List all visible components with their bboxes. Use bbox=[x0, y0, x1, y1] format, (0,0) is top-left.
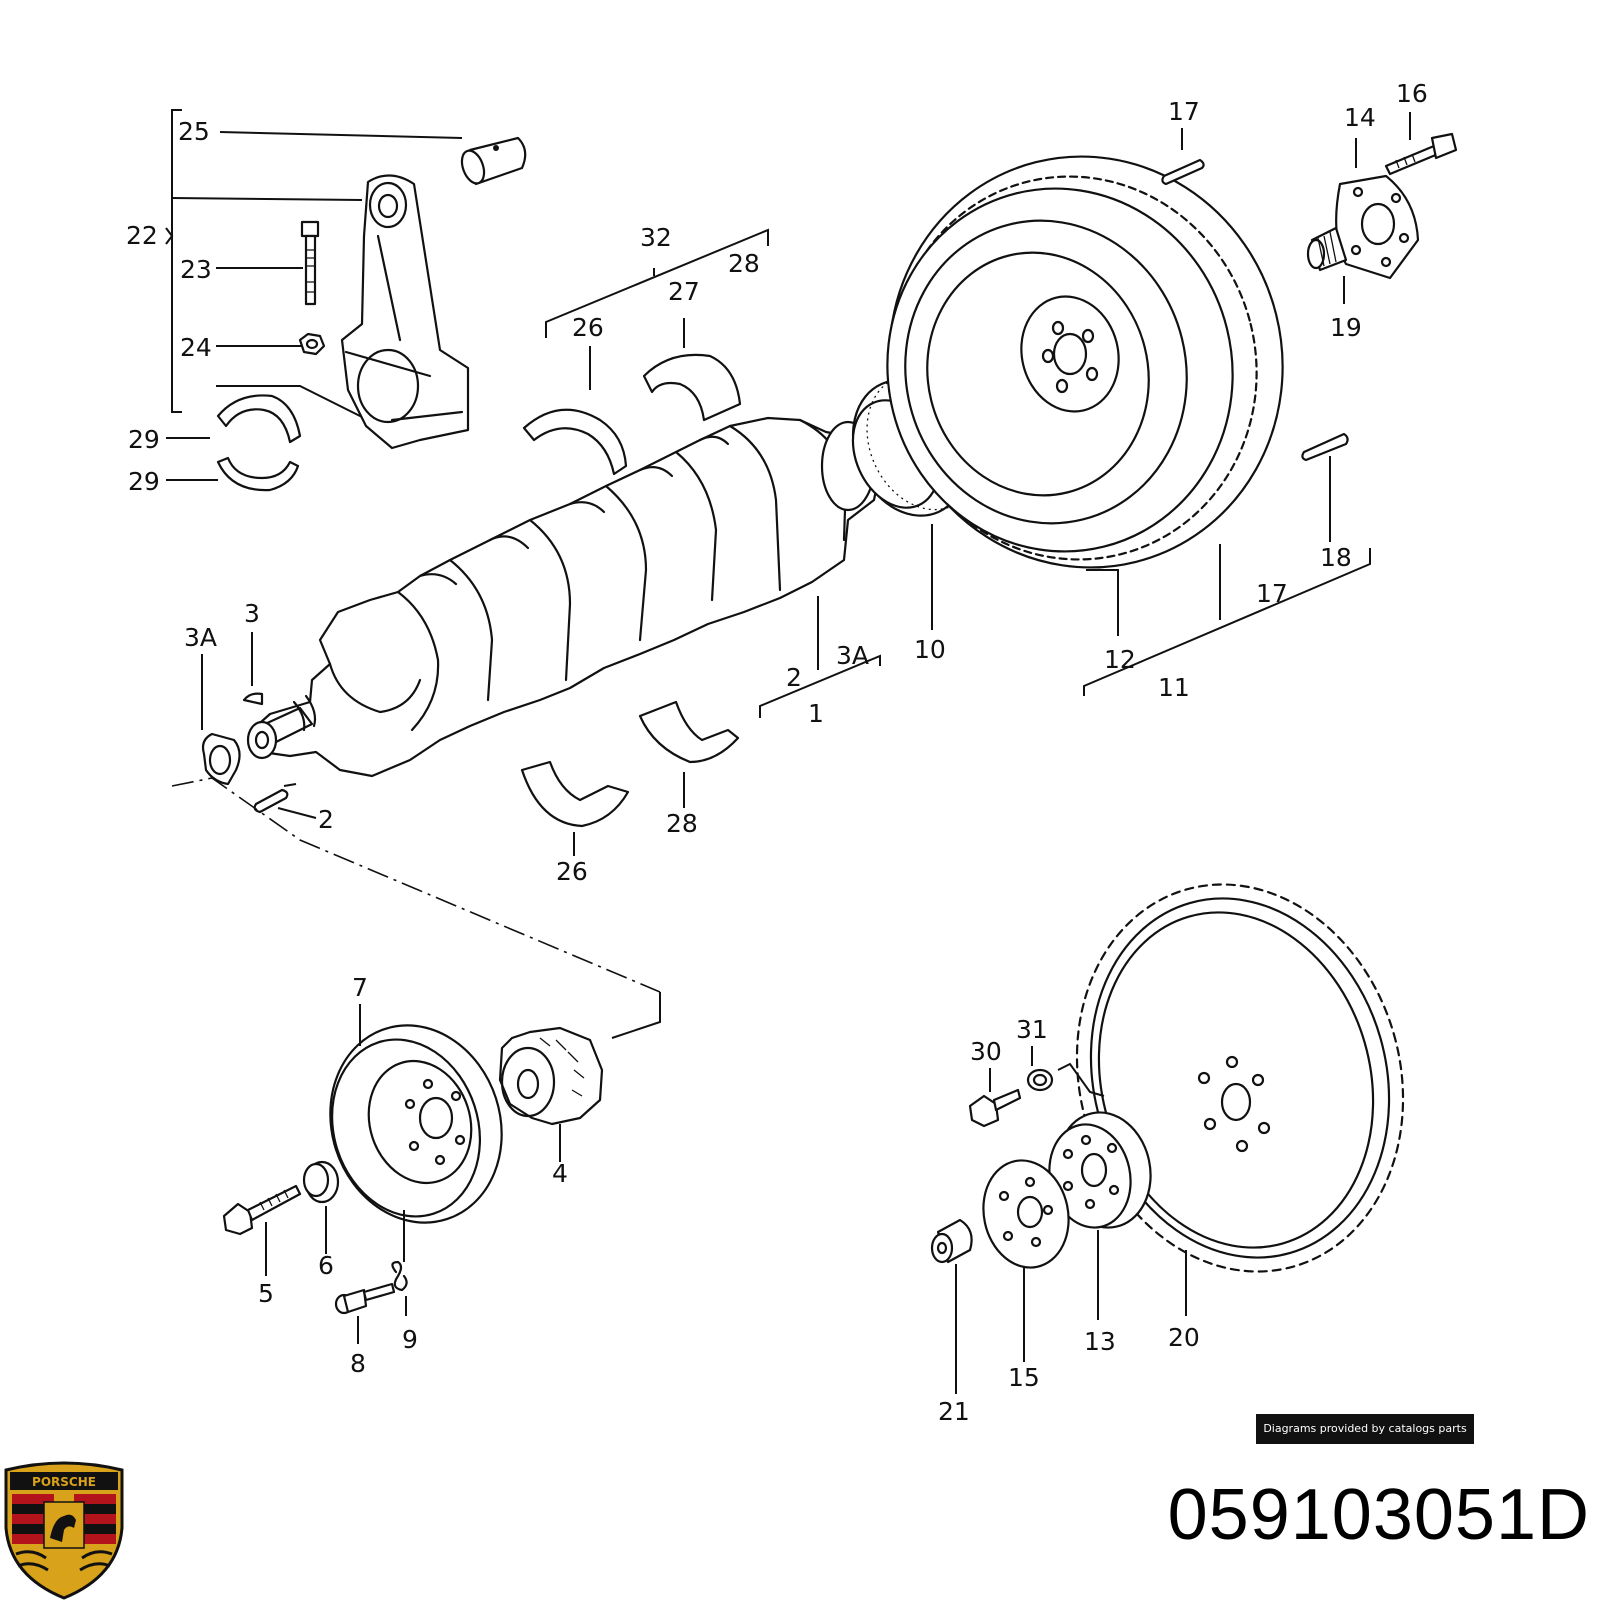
pilot-bushing bbox=[930, 1218, 973, 1264]
main-bearing-shells-upper bbox=[522, 228, 769, 476]
dowel-pin-top bbox=[1161, 158, 1205, 186]
callout-17: 17 bbox=[1168, 97, 1200, 126]
callout-30: 30 bbox=[970, 1037, 1002, 1066]
callout-22: 22 bbox=[126, 221, 158, 250]
conrod-bolt bbox=[300, 220, 320, 306]
callout-labels: 25 22 23 24 29 29 32 28 27 26 17 16 14 1… bbox=[126, 79, 1428, 1426]
callout-8: 8 bbox=[350, 1349, 366, 1378]
callout-3: 3 bbox=[244, 599, 260, 628]
drive-plate-bolt bbox=[968, 1088, 1022, 1128]
diagram-credit-badge: Diagrams provided by catalogs parts bbox=[1256, 1414, 1474, 1444]
pulley-bolt bbox=[222, 1184, 302, 1236]
callout-28: 28 bbox=[728, 249, 760, 278]
callout-1: 1 bbox=[808, 699, 824, 728]
main-bearing-shells-lower bbox=[520, 700, 740, 828]
timing-ring bbox=[201, 732, 241, 786]
callout-5: 5 bbox=[258, 1279, 274, 1308]
callout-17: 17 bbox=[1256, 579, 1288, 608]
spring-washer bbox=[1026, 1068, 1054, 1092]
socket-screw bbox=[334, 1282, 396, 1315]
pulley-washer bbox=[302, 1160, 340, 1204]
callout-7: 7 bbox=[352, 973, 368, 1002]
callout-6: 6 bbox=[318, 1251, 334, 1280]
callout-4: 4 bbox=[552, 1159, 568, 1188]
connecting-rod bbox=[340, 174, 470, 450]
flywheel-plate bbox=[1335, 174, 1420, 280]
porsche-crest-logo: PORSCHE bbox=[4, 1461, 124, 1600]
conrod-bearing-shells bbox=[216, 394, 302, 492]
crankshaft-pulley bbox=[329, 1024, 503, 1224]
callout-25: 25 bbox=[178, 117, 210, 146]
spacer-plate bbox=[1048, 1111, 1152, 1229]
callout-10: 10 bbox=[914, 635, 946, 664]
callout-16: 16 bbox=[1396, 79, 1428, 108]
callout-9: 9 bbox=[402, 1325, 418, 1354]
callout-31: 31 bbox=[1016, 1015, 1048, 1044]
part-number: 059103051D bbox=[1167, 1475, 1590, 1555]
callout-28: 28 bbox=[666, 809, 698, 838]
connecting-rod-group bbox=[165, 109, 527, 492]
callout-15: 15 bbox=[1008, 1363, 1040, 1392]
callout-2: 2 bbox=[318, 805, 334, 834]
callout-2: 2 bbox=[786, 663, 802, 692]
callout-24: 24 bbox=[180, 333, 212, 362]
flywheel-bolt bbox=[1384, 132, 1458, 176]
drive-plate-ring-gear bbox=[1075, 883, 1405, 1273]
flywheel bbox=[886, 155, 1284, 569]
conrod-nut bbox=[298, 332, 326, 356]
callout-11: 11 bbox=[1158, 673, 1190, 702]
callout-32: 32 bbox=[640, 223, 672, 252]
callout-19: 19 bbox=[1330, 313, 1362, 342]
callout-26: 26 bbox=[572, 313, 604, 342]
callout-26: 26 bbox=[556, 857, 588, 886]
woodruff-key bbox=[242, 692, 264, 706]
svg-text:PORSCHE: PORSCHE bbox=[32, 1475, 96, 1489]
small-end-bush bbox=[460, 136, 527, 186]
lock-plate bbox=[391, 1260, 408, 1292]
callout-12: 12 bbox=[1104, 645, 1136, 674]
callout-29: 29 bbox=[128, 425, 160, 454]
callout-13: 13 bbox=[1084, 1327, 1116, 1356]
callout-3A: 3A bbox=[836, 641, 869, 670]
callout-29: 29 bbox=[128, 467, 160, 496]
callout-21: 21 bbox=[938, 1397, 970, 1426]
callout-23: 23 bbox=[180, 255, 212, 284]
shim-plate bbox=[982, 1159, 1070, 1269]
dowel-pin-flywheel bbox=[1301, 432, 1349, 462]
callout-27: 27 bbox=[668, 277, 700, 306]
needle-bearing bbox=[1306, 226, 1348, 272]
callout-3A: 3A bbox=[184, 623, 217, 652]
callout-20: 20 bbox=[1168, 1323, 1200, 1352]
callout-14: 14 bbox=[1344, 103, 1376, 132]
timing-sprocket bbox=[498, 1026, 604, 1126]
crankshaft bbox=[246, 416, 882, 778]
callout-18: 18 bbox=[1320, 543, 1352, 572]
